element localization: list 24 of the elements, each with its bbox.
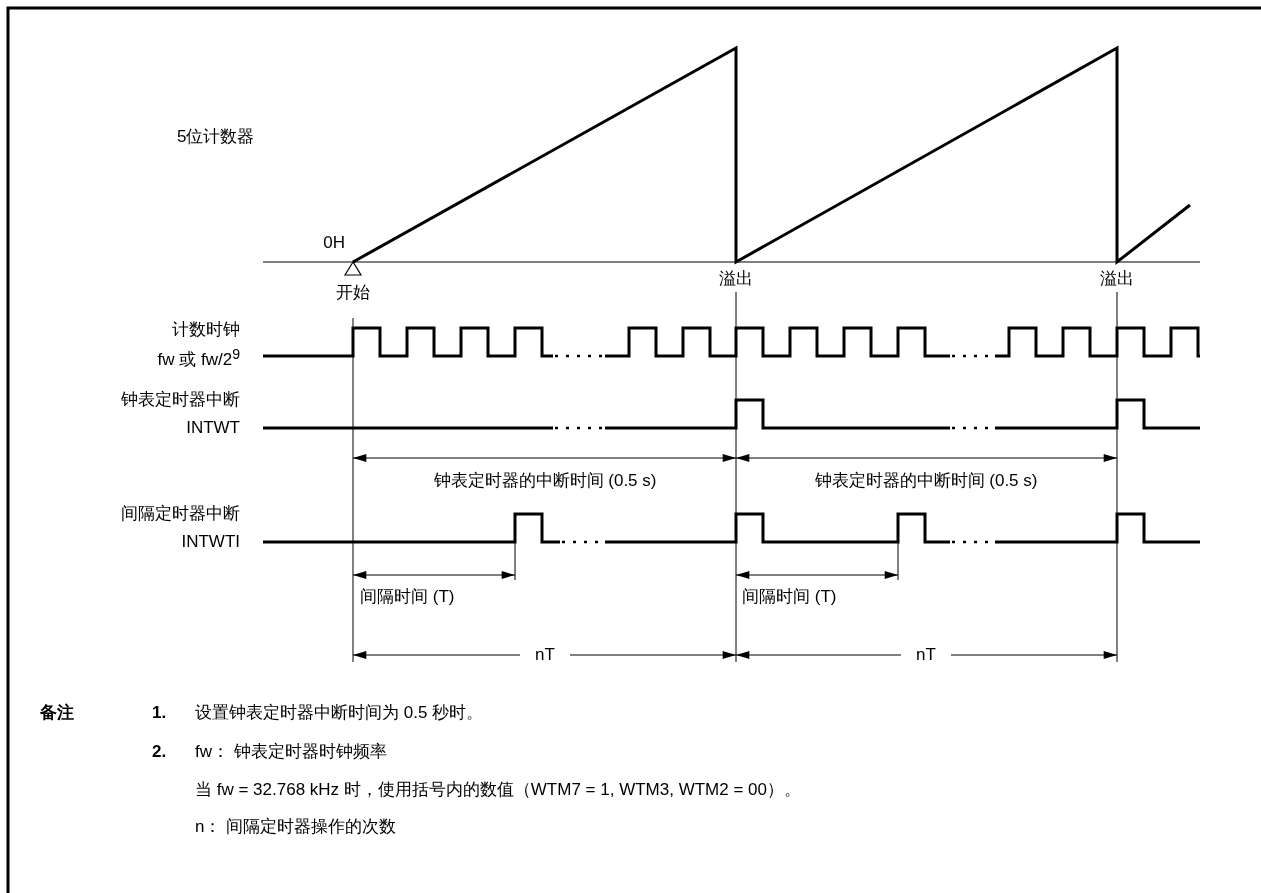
note-text: n： 间隔定时器操作的次数 — [195, 817, 397, 837]
note-number: 2. — [152, 742, 167, 762]
note-number: 1. — [152, 703, 167, 723]
signal-label: 计数时钟 — [172, 320, 240, 340]
dimension-label: 钟表定时器的中断时间 (0.5 s) — [433, 471, 657, 491]
axis-label: 5位计数器 — [177, 127, 255, 147]
note-heading: 备注 — [40, 703, 74, 723]
signal-label: INTWTI — [181, 532, 240, 552]
dimension-label: nT — [535, 645, 555, 665]
marker-label: 开始 — [336, 283, 370, 303]
dimension-label: 间隔时间 (T) — [360, 587, 455, 607]
value-label: 0H — [323, 233, 345, 253]
note-text: fw： 钟表定时器时钟频率 — [195, 742, 387, 762]
dimension-label: nT — [916, 645, 936, 665]
dimension-label: 钟表定时器的中断时间 (0.5 s) — [814, 471, 1038, 491]
marker-label: 溢出 — [719, 269, 753, 289]
signal-label: 间隔定时器中断 — [121, 504, 240, 524]
signal-label: fw 或 fw/2$^{9}$ — [157, 344, 240, 371]
marker-label: 溢出 — [1100, 269, 1134, 289]
dimension-label: 间隔时间 (T) — [742, 587, 837, 607]
note-text: 当 fw = 32.768 kHz 时，使用括号内的数值（WTM7 = 1, WTM3, WTM2 = 00）。 — [195, 780, 801, 800]
signal-label: INTWT — [186, 418, 240, 438]
note-text: 设置钟表定时器中断时间为 0.5 秒时。 — [195, 703, 484, 723]
signal-label: 钟表定时器中断 — [121, 390, 240, 410]
